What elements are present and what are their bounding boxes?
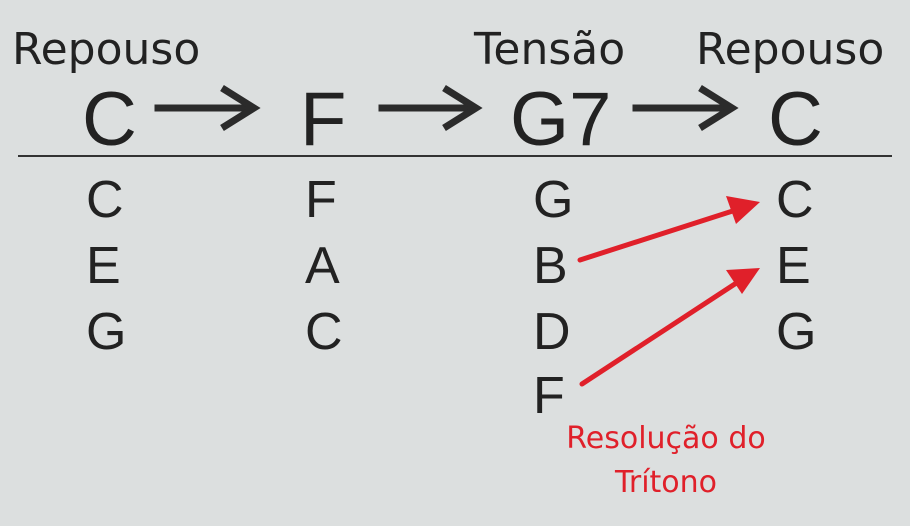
note-c1-2: E xyxy=(86,237,121,295)
red-arrow-icon xyxy=(577,196,760,263)
note-c3-1: G xyxy=(533,171,574,229)
tritone-resolution-caption: Resolução do Trítono xyxy=(548,420,784,501)
label-rest-left: Repouso xyxy=(12,24,201,75)
chord-2: F xyxy=(300,77,347,162)
note-c3-2: B xyxy=(533,237,568,295)
note-c4-2: E xyxy=(776,237,811,295)
red-arrow-icon xyxy=(579,268,760,387)
note-c1-3: G xyxy=(86,303,127,361)
caption-line-2: Trítono xyxy=(614,464,718,500)
note-c2-2: A xyxy=(305,237,340,295)
right-arrow-icon xyxy=(154,85,261,131)
right-arrow-icon xyxy=(632,85,739,131)
label-tension: Tensão xyxy=(474,24,626,75)
note-c4-1: C xyxy=(776,171,814,229)
chord-1: C xyxy=(82,77,137,162)
note-c2-3: C xyxy=(305,303,343,361)
chord-4: C xyxy=(768,77,823,162)
note-c4-3: G xyxy=(776,303,817,361)
label-rest-right: Repouso xyxy=(696,24,885,75)
note-c2-1: F xyxy=(305,171,337,229)
divider-line xyxy=(18,155,892,157)
chord-3: G7 xyxy=(510,77,612,162)
caption-line-1: Resolução do xyxy=(566,421,766,456)
note-c1-1: C xyxy=(86,171,124,229)
note-c3-4: F xyxy=(533,367,565,425)
note-c3-3: D xyxy=(533,303,571,361)
right-arrow-icon xyxy=(378,85,483,131)
